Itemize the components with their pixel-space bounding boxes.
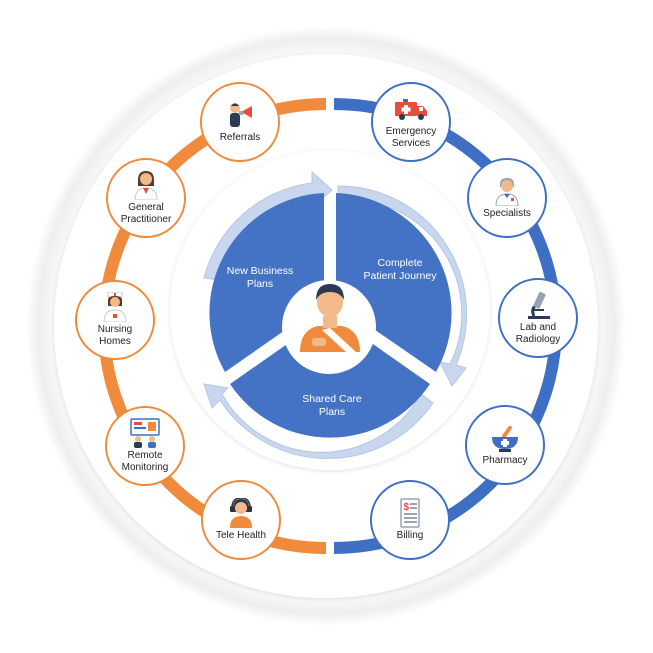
node-pharmacy[interactable]: Pharmacy	[465, 405, 545, 485]
segment-new-business	[209, 193, 324, 372]
node-specialists[interactable]: Specialists	[467, 158, 547, 238]
headset-agent-icon	[223, 498, 259, 528]
node-general-practitioner[interactable]: General Practitioner	[106, 158, 186, 238]
pie-chart	[209, 193, 452, 438]
nurse-icon	[97, 292, 133, 322]
node-label: General Practitioner	[120, 202, 172, 225]
svg-text:$: $	[404, 502, 410, 513]
ambulance-icon	[393, 94, 429, 124]
node-nursing-homes[interactable]: Nursing Homes	[75, 280, 155, 360]
node-lab-and-radiology[interactable]: Lab and Radiology	[498, 278, 578, 358]
node-emergency-services[interactable]: Emergency Services	[371, 82, 451, 162]
segment-label-shared-care: Shared Care Plans	[302, 393, 362, 418]
node-remote-monitoring[interactable]: Remote Monitoring	[105, 406, 185, 486]
patient-icon	[300, 284, 360, 352]
segment-shared-care	[230, 314, 430, 438]
node-label: Billing	[396, 530, 424, 541]
node-label: Pharmacy	[482, 455, 528, 466]
node-tele-health[interactable]: Tele Health	[201, 480, 281, 560]
microscope-icon	[520, 290, 556, 320]
specialist-icon	[489, 176, 525, 206]
remote-monitoring-icon	[127, 418, 163, 448]
segment-label-new-business: New Business Plans	[226, 265, 294, 290]
doctor-female-icon	[128, 170, 164, 200]
node-label: Specialists	[483, 208, 531, 219]
node-label: Lab and Radiology	[515, 322, 561, 345]
node-label: Remote Monitoring	[121, 450, 169, 473]
bill-icon: $	[392, 498, 428, 528]
mortar-pestle-icon	[487, 423, 523, 453]
node-label: Emergency Services	[385, 126, 437, 149]
node-billing[interactable]: $ Billing	[370, 480, 450, 560]
segment-patient-journey	[336, 193, 452, 372]
segment-label-patient-journey: Complete Patient Journey	[363, 257, 437, 282]
node-referrals[interactable]: Referrals	[200, 82, 280, 162]
megaphone-person-icon	[222, 100, 258, 130]
node-label: Referrals	[219, 132, 261, 143]
node-label: Nursing Homes	[97, 324, 133, 347]
node-label: Tele Health	[215, 530, 267, 541]
